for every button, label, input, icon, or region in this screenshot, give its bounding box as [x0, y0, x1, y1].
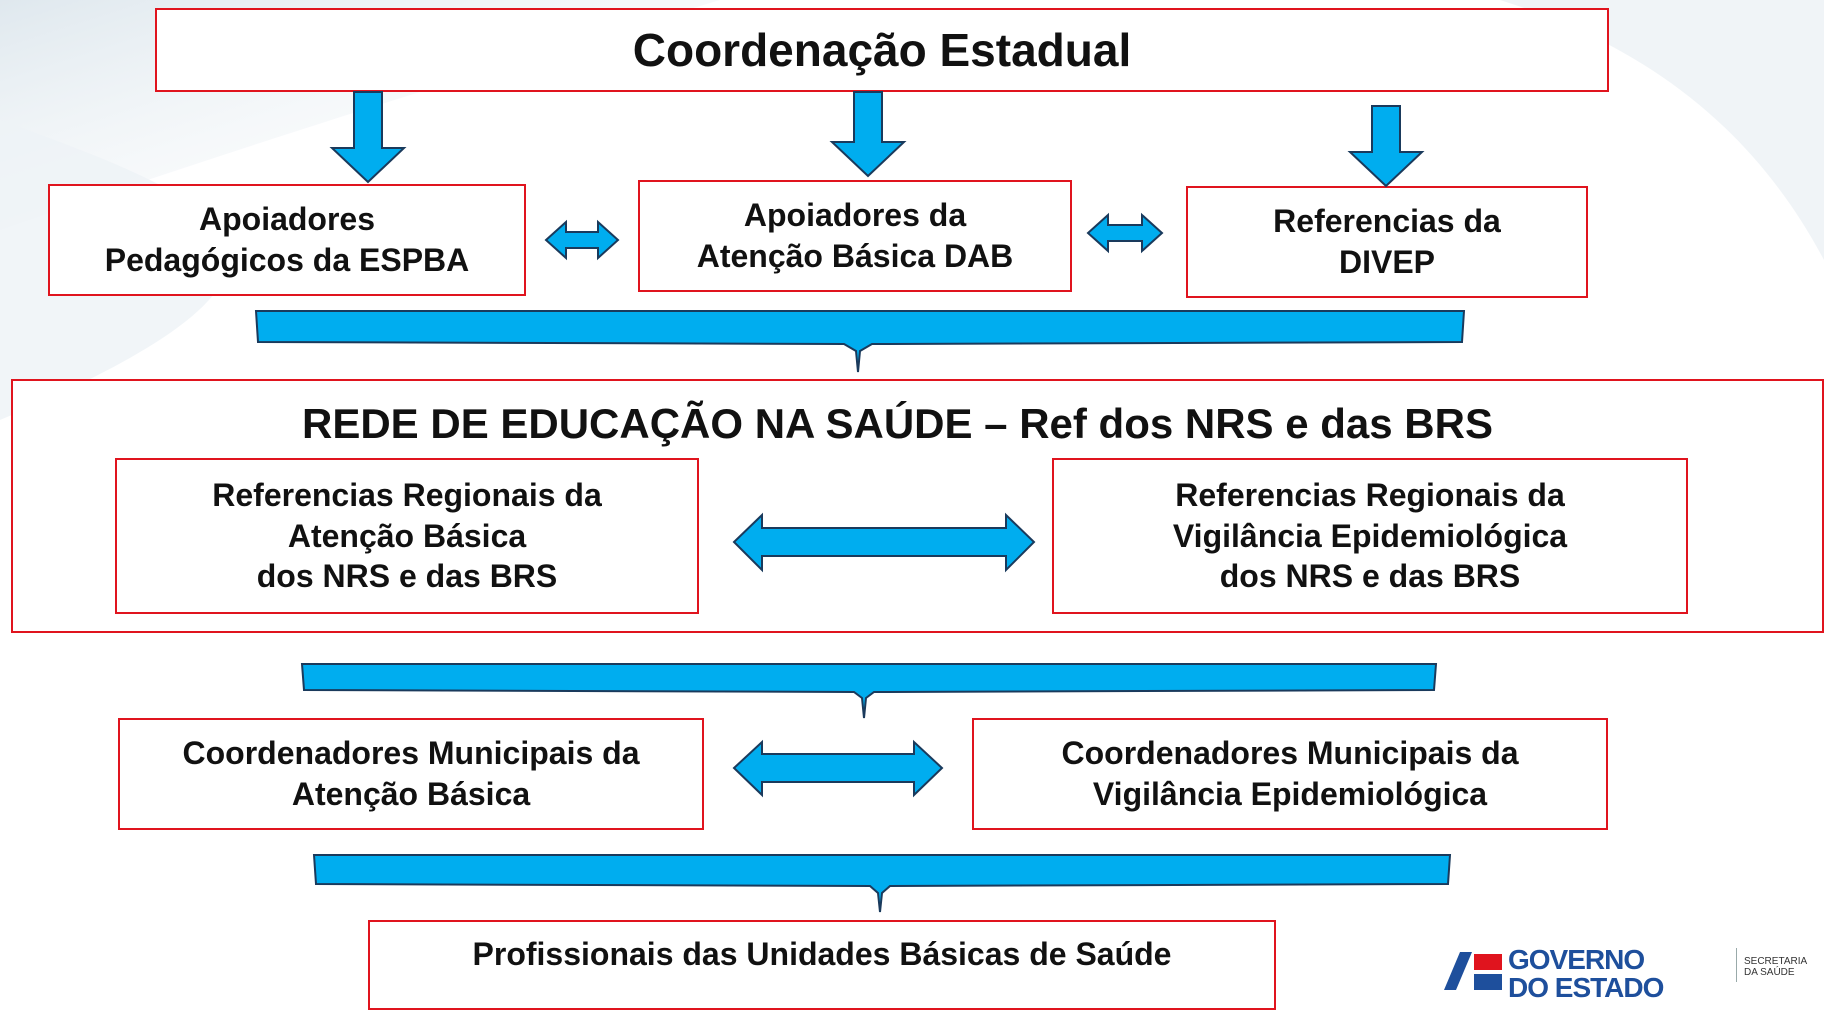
referencias-regionais-ab-box: Referencias Regionais da Atenção Básica …	[115, 458, 699, 614]
coordenadores-municipais-ve-box: Coordenadores Municipais da Vigilância E…	[972, 718, 1608, 830]
governo-logo-line2: DO ESTADO	[1508, 972, 1664, 1003]
referencias-regionais-ve-box: Referencias Regionais da Vigilância Epid…	[1052, 458, 1688, 614]
governo-bahia-logo: GOVERNO DO ESTADO SECRETARIA DA SAÚDE	[1444, 942, 1824, 1002]
governo-logo-line1: GOVERNO	[1508, 944, 1645, 975]
coordenadores-municipais-ab-box: Coordenadores Municipais da Atenção Bási…	[118, 718, 704, 830]
secretaria-saude-label: SECRETARIA DA SAÚDE	[1744, 956, 1808, 978]
profissionais-ubs-box: Profissionais das Unidades Básicas de Sa…	[368, 920, 1276, 1010]
apoiadores-dab-label: Apoiadores da Atenção Básica DAB	[696, 197, 1014, 274]
referencias-regionais-ve-label: Referencias Regionais da Vigilância Epid…	[1172, 476, 1568, 595]
referencias-regionais-ab-label: Referencias Regionais da Atenção Básica …	[212, 476, 602, 595]
logo-divider	[1736, 948, 1737, 982]
coordenadores-municipais-ab-label: Coordenadores Municipais da Atenção Bási…	[182, 735, 640, 812]
coordenacao-estadual-label: Coordenação Estadual	[632, 23, 1132, 76]
apoiadores-pedagogicos-label: Apoiadores Pedagógicos da ESPBA	[104, 201, 470, 278]
referencias-divep-label: Referencias da DIVEP	[1273, 203, 1501, 280]
apoiadores-dab-box: Apoiadores da Atenção Básica DAB	[638, 180, 1072, 292]
profissionais-ubs-label: Profissionais das Unidades Básicas de Sa…	[472, 936, 1172, 972]
apoiadores-pedagogicos-box: Apoiadores Pedagógicos da ESPBA	[48, 184, 526, 296]
coordenadores-municipais-ve-label: Coordenadores Municipais da Vigilância E…	[1061, 735, 1519, 812]
governo-logo-mark	[1444, 952, 1502, 990]
coordenacao-estadual-box: Coordenação Estadual	[155, 8, 1609, 92]
rede-educacao-title: REDE DE EDUCAÇÃO NA SAÚDE – Ref dos NRS …	[302, 400, 1493, 447]
referencias-divep-box: Referencias da DIVEP	[1186, 186, 1588, 298]
